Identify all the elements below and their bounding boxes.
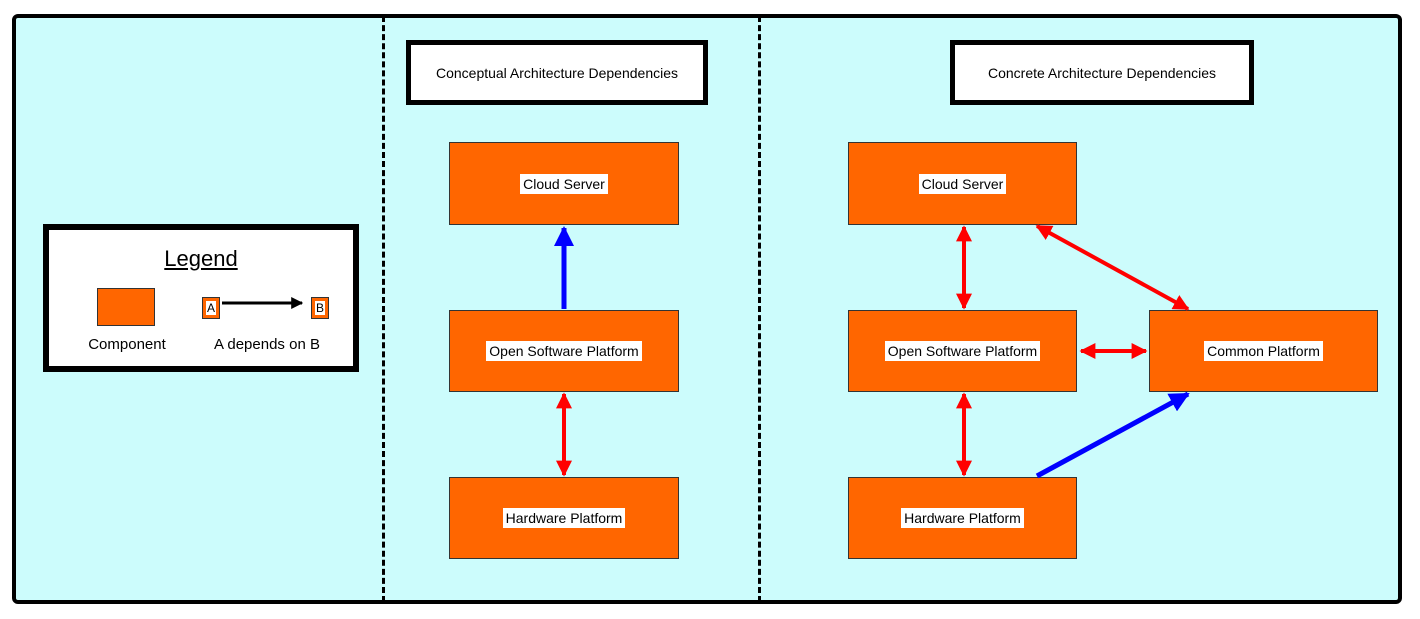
component-label: Cloud Server: [918, 173, 1007, 194]
legend-node-a: A: [202, 297, 220, 319]
legend-node-a-label: A: [205, 301, 216, 315]
concrete-title: Concrete Architecture Dependencies: [987, 64, 1217, 81]
conceptual-title: Conceptual Architecture Dependencies: [435, 64, 679, 81]
concrete-common-platform: Common Platform: [1149, 310, 1378, 392]
section-divider-left: [382, 16, 385, 602]
component-label: Common Platform: [1204, 341, 1323, 361]
legend-dependency-caption: A depends on B: [214, 336, 320, 353]
section-divider-right: [758, 16, 761, 602]
concrete-arrow-hardware-to-common: [1035, 391, 1190, 479]
component-label: Hardware Platform: [502, 508, 626, 528]
conceptual-title-box: Conceptual Architecture Dependencies: [406, 40, 708, 105]
component-label: Cloud Server: [520, 173, 608, 194]
legend-title: Legend: [164, 246, 238, 271]
legend-node-b: B: [311, 297, 329, 319]
conceptual-cloud-server: Cloud Server: [449, 142, 679, 225]
legend-component-swatch: [97, 288, 155, 326]
concrete-hardware-platform: Hardware Platform: [848, 477, 1077, 559]
concrete-cloud-server: Cloud Server: [848, 142, 1077, 225]
concrete-title-box: Concrete Architecture Dependencies: [950, 40, 1254, 105]
concrete-arrow-cloud-common: [1035, 224, 1190, 311]
legend-node-b-label: B: [314, 301, 325, 315]
conceptual-hardware-platform: Hardware Platform: [449, 477, 679, 559]
legend-component-caption: Component: [88, 336, 166, 353]
component-label: Open Software Platform: [884, 341, 1041, 361]
legend-box: Legend Component A B A depends on B: [43, 224, 359, 372]
component-label: Open Software Platform: [486, 341, 642, 361]
conceptual-open-software-platform: Open Software Platform: [449, 310, 679, 392]
concrete-open-software-platform: Open Software Platform: [848, 310, 1077, 392]
component-label: Hardware Platform: [901, 508, 1024, 528]
